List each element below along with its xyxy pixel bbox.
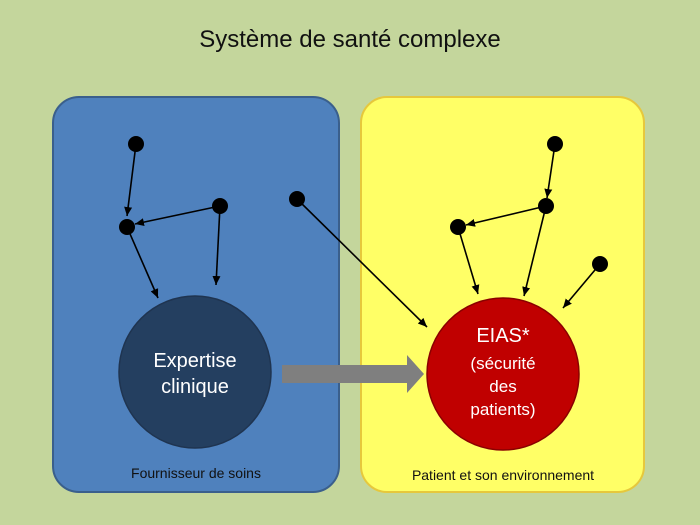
expertise-label-line-1: Expertise — [153, 350, 236, 372]
node-dot — [212, 198, 228, 214]
node-dot — [450, 219, 466, 235]
eias-label-line-1: EIAS* — [476, 325, 530, 347]
eias-label-line-3: des — [489, 377, 516, 396]
node-dot — [128, 136, 144, 152]
arrow-right-5 — [562, 263, 601, 309]
arrow-left-1 — [124, 143, 137, 217]
patient-panel-label: Patient et son environnement — [412, 467, 594, 483]
node-dot — [547, 136, 563, 152]
eias-label-line-2: (sécurité — [470, 354, 535, 373]
expertise-label-line-2: clinique — [161, 376, 229, 398]
expertise-circle — [118, 295, 272, 449]
provider-panel-label: Fournisseur de soins — [131, 465, 261, 481]
node-dot — [592, 256, 608, 272]
arrow-right-4 — [522, 205, 547, 297]
diagram-title: Système de santé complexe — [199, 26, 501, 53]
arrow-cross — [296, 198, 428, 328]
arrow-right-2 — [465, 205, 547, 227]
big-transfer-arrow — [282, 355, 424, 393]
arrow-left-2 — [134, 205, 221, 227]
arrow-right-1 — [544, 143, 556, 199]
node-dot — [289, 191, 305, 207]
arrow-left-3 — [126, 226, 159, 299]
node-dot — [119, 219, 135, 235]
eias-circle — [426, 297, 580, 451]
eias-label-line-4: patients) — [470, 400, 535, 419]
arrow-right-3 — [457, 226, 480, 295]
arrow-left-4 — [212, 205, 221, 286]
node-dot — [538, 198, 554, 214]
